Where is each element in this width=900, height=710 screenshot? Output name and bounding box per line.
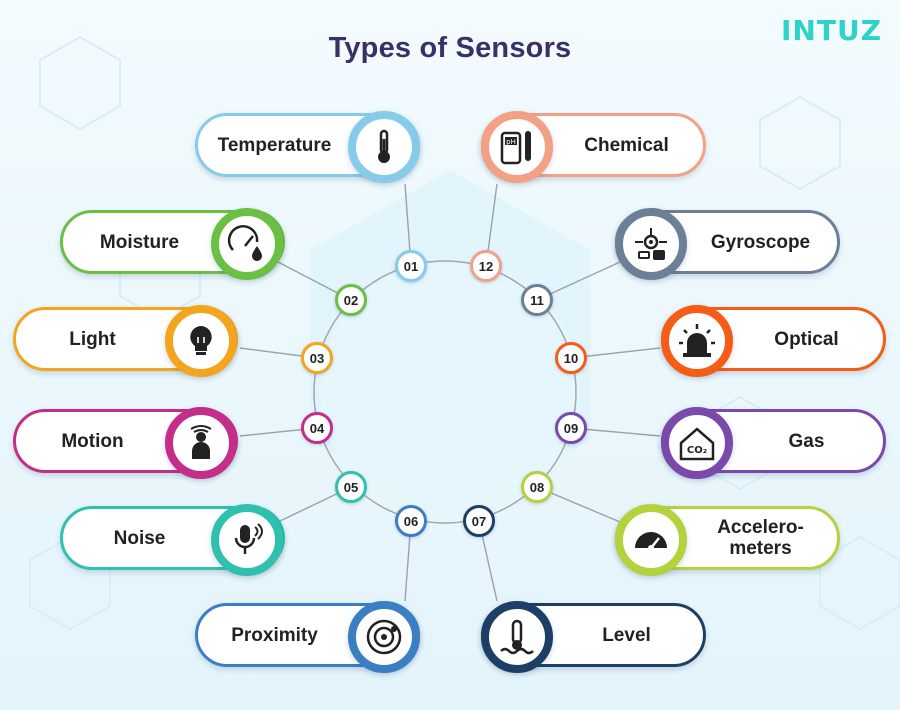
sensor-number-node: 12: [470, 250, 502, 282]
svg-text:pH: pH: [506, 138, 516, 146]
sensor-number-node: 05: [335, 471, 367, 503]
sensor-icon-circle: [481, 601, 553, 673]
intuz-logo: INTUZ: [781, 14, 882, 47]
sensor-number-node: 09: [555, 412, 587, 444]
sensor-icon-circle: [661, 305, 733, 377]
sensor-label: Moisture: [99, 231, 180, 253]
sensor-icon-circle: [615, 208, 687, 280]
sensor-label: Accelero-meters: [717, 517, 804, 559]
sensor-number-node: 01: [395, 250, 427, 282]
page-title: Types of Sensors: [328, 32, 572, 64]
sensor-number-node: 11: [521, 284, 553, 316]
sensor-icon-circle: [348, 111, 420, 183]
sensor-label: Noise: [113, 527, 166, 549]
sensor-label: Light: [69, 328, 116, 350]
svg-text:CO₂: CO₂: [687, 445, 707, 456]
sensor-number-node: 06: [395, 505, 427, 537]
gyroscope-icon: [635, 228, 667, 260]
speedometer-icon: [635, 532, 667, 551]
level-gauge-icon: [500, 619, 534, 655]
sensor-icon-circle: [211, 504, 283, 576]
sensor-icon-circle: [165, 305, 237, 377]
sensor-number-node: 03: [301, 342, 333, 374]
ph-meter-icon: pH: [500, 131, 531, 165]
sensor-label: Optical: [774, 328, 839, 350]
sensor-label: Temperature: [217, 134, 332, 156]
sensor-number-node: 02: [335, 284, 367, 316]
sensor-number-node: 07: [463, 505, 495, 537]
sensor-icon-circle: [348, 601, 420, 673]
ring-circle: [313, 260, 577, 524]
sensor-icon-circle: pH: [481, 111, 553, 183]
alarm-light-icon: [679, 324, 715, 357]
sensor-number-node: 08: [521, 471, 553, 503]
sensor-label: Gas: [788, 430, 825, 452]
sensor-label: Motion: [61, 430, 124, 452]
sensor-icon-circle: CO₂: [661, 407, 733, 479]
sensor-icon-circle: [165, 407, 237, 479]
sensor-label: Gyroscope: [710, 231, 811, 253]
sensor-label: Proximity: [231, 624, 318, 646]
co2-house-icon: CO₂: [679, 427, 715, 461]
light-bulb-icon: [190, 326, 212, 355]
sensor-number-node: 10: [555, 342, 587, 374]
sensor-icon-circle: [615, 504, 687, 576]
sensor-icon-circle: [211, 208, 283, 280]
sensor-label: Level: [602, 624, 651, 646]
proximity-target-icon: [366, 619, 402, 655]
motion-person-icon: [190, 425, 212, 459]
microphone-icon: [234, 523, 263, 554]
thermometer-icon: [378, 129, 390, 163]
sensor-number-node: 04: [301, 412, 333, 444]
sensor-label: Chemical: [584, 134, 669, 156]
gauge-drop-icon: [227, 225, 262, 261]
